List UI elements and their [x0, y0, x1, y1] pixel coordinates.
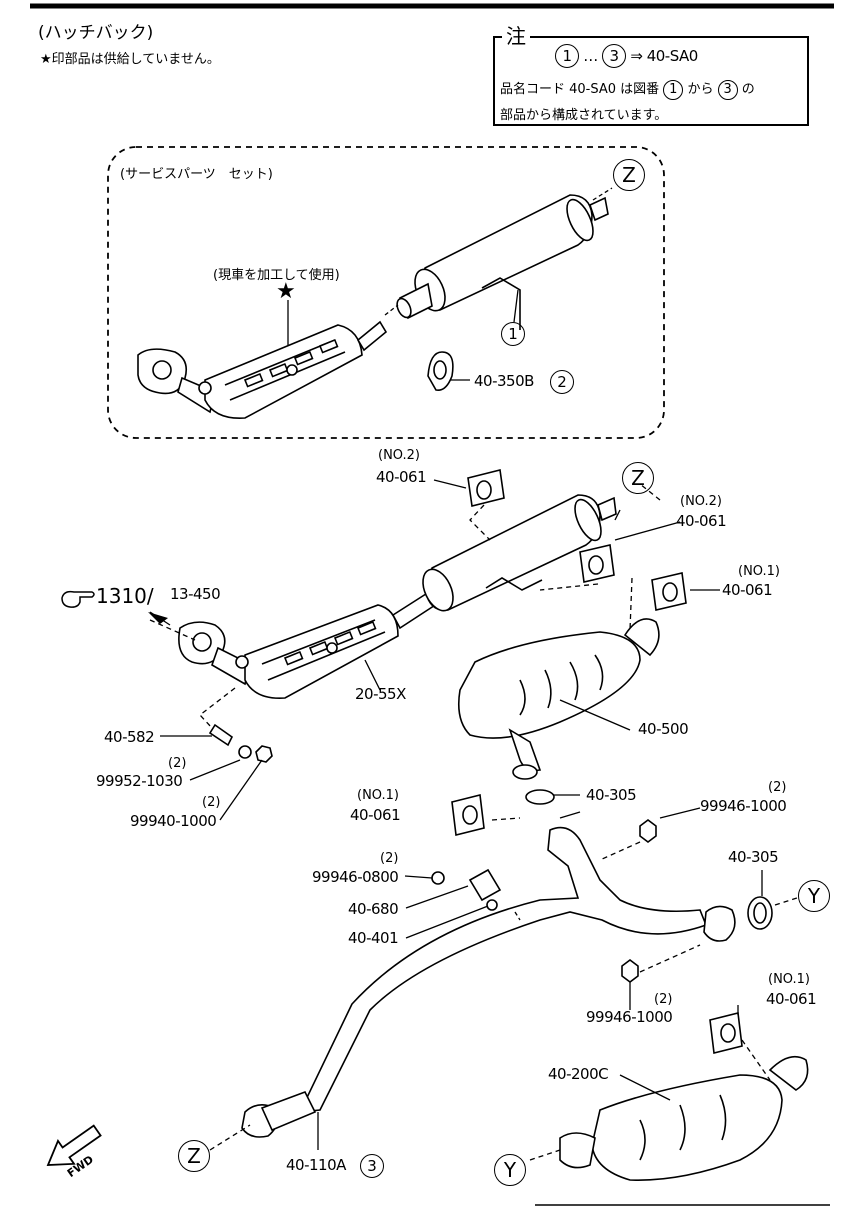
nut-99940-1000 — [255, 745, 273, 763]
star-note: ★印部品は供給していません。 — [40, 52, 220, 67]
part-40-305-b: 40-305 — [728, 848, 779, 866]
circle-3: 3 — [602, 44, 627, 68]
note-range-code: 40-SA0 — [646, 47, 699, 65]
hanger-40-680 — [468, 868, 502, 902]
service-box-frame — [107, 146, 665, 439]
qty-2-b: (2) — [202, 795, 221, 810]
nut-99946-1000-b — [621, 959, 639, 983]
part-40-061-b: 40-061 — [676, 512, 727, 530]
main-upper-assembly — [178, 469, 687, 780]
clamp-part-label: 40-350B — [474, 372, 534, 390]
qty-no1-a: (NO.1) — [738, 564, 780, 579]
spring-40-582 — [208, 723, 234, 747]
y-pipe-40-110A — [298, 826, 708, 1113]
part-20-55X: 20-55X — [355, 685, 406, 703]
note-desc-line-2: 部品から構成されています。 — [500, 108, 668, 123]
part-40-500: 40-500 — [638, 720, 689, 738]
item-1-callout: 1 — [501, 322, 525, 346]
ref-1310: 1310/ — [96, 584, 154, 608]
hanger-no2-upper — [467, 469, 505, 507]
hanger-no2-right — [579, 544, 615, 583]
nut-99946-0800 — [431, 871, 445, 885]
note-box-frame — [493, 36, 809, 126]
pointing-hand-icon — [61, 590, 95, 608]
part-40-061-c: 40-061 — [722, 581, 773, 599]
rear-muffler-40-200C — [591, 1074, 783, 1181]
part-40-401: 40-401 — [348, 929, 399, 947]
part-40-061-e: 40-061 — [766, 990, 817, 1008]
qty-no2-a: (NO.2) — [378, 448, 420, 463]
note-desc-line-1: 品名コード 40-SA0 は図番 1 から 3 の — [500, 78, 755, 100]
qty-2-c: (2) — [768, 780, 787, 795]
item-3-callout: 3 — [360, 1154, 384, 1178]
circle-1: 1 — [555, 44, 579, 68]
ref-z-service: Z — [613, 159, 645, 191]
part-99940-1000: 99940-1000 — [130, 812, 217, 830]
main-lower-assembly — [241, 789, 809, 1181]
modify-note: (現車を加工して使用) — [213, 268, 340, 283]
nut-99946-1000-a — [639, 819, 657, 843]
washer-99952-1030 — [238, 745, 252, 759]
part-99946-1000-b: 99946-1000 — [586, 1008, 673, 1026]
qty-no1-b: (NO.1) — [357, 788, 399, 803]
fwd-arrow — [46, 1124, 102, 1166]
service-assembly — [137, 194, 609, 419]
part-40-061-a: 40-061 — [376, 468, 427, 486]
ref-13-450: 13-450 — [170, 585, 221, 603]
service-box-label: (サービスパーツ セット) — [120, 167, 273, 182]
page-title: (ハッチバック) — [38, 23, 154, 43]
part-99952-1030: 99952-1030 — [96, 772, 183, 790]
qty-no1-c: (NO.1) — [768, 972, 810, 987]
note-range: 1 … 3 ⇒ 40-SA0 — [555, 44, 698, 68]
part-40-200C: 40-200C — [548, 1065, 609, 1083]
part-40-305-a: 40-305 — [586, 786, 637, 804]
hanger-no1-right — [651, 572, 687, 611]
part-40-582: 40-582 — [104, 728, 155, 746]
ref-z-upper: Z — [622, 462, 654, 494]
part-99946-0800: 99946-0800 — [312, 868, 399, 886]
qty-2-d: (2) — [380, 851, 399, 866]
part-40-680: 40-680 — [348, 900, 399, 918]
hanger-no1-lower — [709, 1012, 743, 1054]
part-40-061-d: 40-061 — [350, 806, 401, 824]
clamp-item-callout: 2 — [550, 370, 574, 394]
ref-y-lower: Y — [494, 1154, 526, 1186]
gasket-40-305-a — [525, 789, 555, 805]
washer-40-401 — [486, 899, 498, 911]
part-99946-1000-a: 99946-1000 — [700, 797, 787, 815]
ref-z-lower: Z — [178, 1140, 210, 1172]
part-40-110A: 40-110A — [286, 1156, 346, 1174]
hanger-no1-left — [451, 794, 485, 836]
note-title: 注 — [502, 20, 530, 49]
qty-2-a: (2) — [168, 756, 187, 771]
qty-no2-b: (NO.2) — [680, 494, 722, 509]
star-icon: ★ — [276, 279, 296, 304]
ref-y-right: Y — [798, 880, 830, 912]
qty-2-e: (2) — [654, 992, 673, 1007]
